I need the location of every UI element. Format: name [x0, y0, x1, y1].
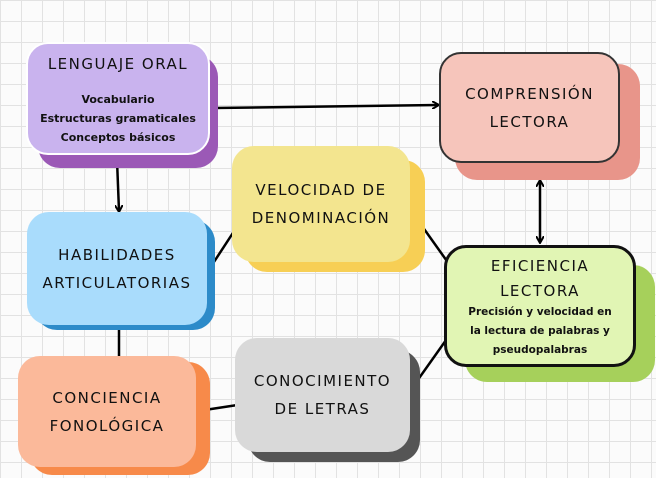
- node-description: Precisión y velocidad en: [468, 305, 612, 318]
- node-item: Conceptos básicos: [60, 131, 176, 144]
- node-title: LECTORA: [500, 281, 580, 300]
- node-title: DE LETRAS: [274, 400, 371, 418]
- node-item: Vocabulario: [81, 93, 155, 106]
- node-title: CONCIENCIA: [52, 388, 162, 407]
- node-conocimiento-letras: CONOCIMIENTO DE LETRAS: [235, 338, 410, 452]
- node-title: CONOCIMIENTO: [253, 372, 392, 390]
- node-eficiencia-lectora: EFICIENCIA LECTORA Precisión y velocidad…: [444, 245, 636, 367]
- node-comprension-lectora: COMPRENSIÓN LECTORA: [439, 52, 620, 163]
- node-velocidad-denominacion: VELOCIDAD DE DENOMINACIÓN: [232, 146, 410, 262]
- node-description: la lectura de palabras y: [470, 324, 610, 337]
- arrow-lenguaje-habilidades: [117, 160, 119, 211]
- arrow-lenguaje-to-comprension: [213, 105, 438, 110]
- node-description: pseudopalabras: [492, 343, 588, 356]
- node-lenguaje-oral: LENGUAJE ORAL Vocabulario Estructuras gr…: [26, 42, 210, 155]
- node-title: FONOLÓGICA: [49, 416, 165, 435]
- node-item: Estructuras gramaticales: [40, 112, 196, 125]
- node-title: HABILIDADES: [58, 245, 176, 264]
- node-title: VELOCIDAD DE: [255, 181, 387, 199]
- node-title: EFICIENCIA: [490, 256, 590, 275]
- node-habilidades-articulatorias: HABILIDADES ARTICULATORIAS: [27, 212, 207, 325]
- node-title: LECTORA: [489, 112, 570, 131]
- node-title: DENOMINACIÓN: [251, 209, 391, 227]
- node-title: ARTICULATORIAS: [42, 273, 192, 292]
- node-conciencia-fonologica: CONCIENCIA FONOLÓGICA: [18, 356, 196, 467]
- node-title: COMPRENSIÓN: [465, 84, 594, 103]
- node-title: LENGUAJE ORAL: [47, 55, 189, 73]
